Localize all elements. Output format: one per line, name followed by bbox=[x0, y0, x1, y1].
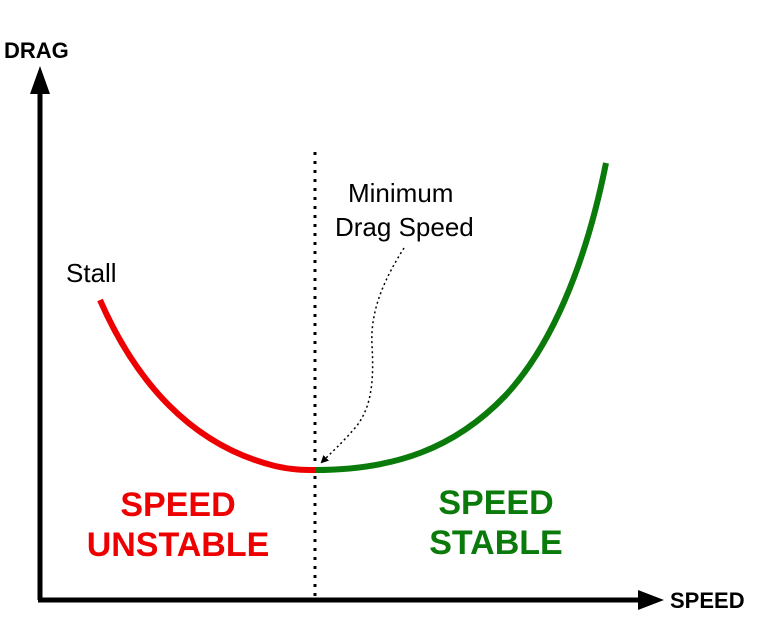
y-axis-label: DRAG bbox=[4, 38, 69, 63]
x-axis-label: SPEED bbox=[670, 588, 745, 613]
stall-label: Stall bbox=[66, 258, 117, 288]
minimum-drag-label-line2: Drag Speed bbox=[335, 212, 474, 242]
x-axis-arrowhead bbox=[638, 590, 664, 610]
minimum-drag-pointer bbox=[320, 247, 405, 464]
drag-curve-unstable bbox=[97, 298, 316, 473]
drag-curve-stable bbox=[314, 162, 609, 473]
unstable-region-label-line1: SPEED bbox=[120, 486, 235, 524]
unstable-region-label-line2: UNSTABLE bbox=[87, 526, 270, 564]
minimum-drag-label-line1: Minimum bbox=[348, 178, 453, 208]
y-axis-arrowhead bbox=[30, 66, 50, 94]
stable-region-label-line1: SPEED bbox=[438, 484, 553, 522]
stable-region-label-line2: STABLE bbox=[429, 524, 562, 562]
